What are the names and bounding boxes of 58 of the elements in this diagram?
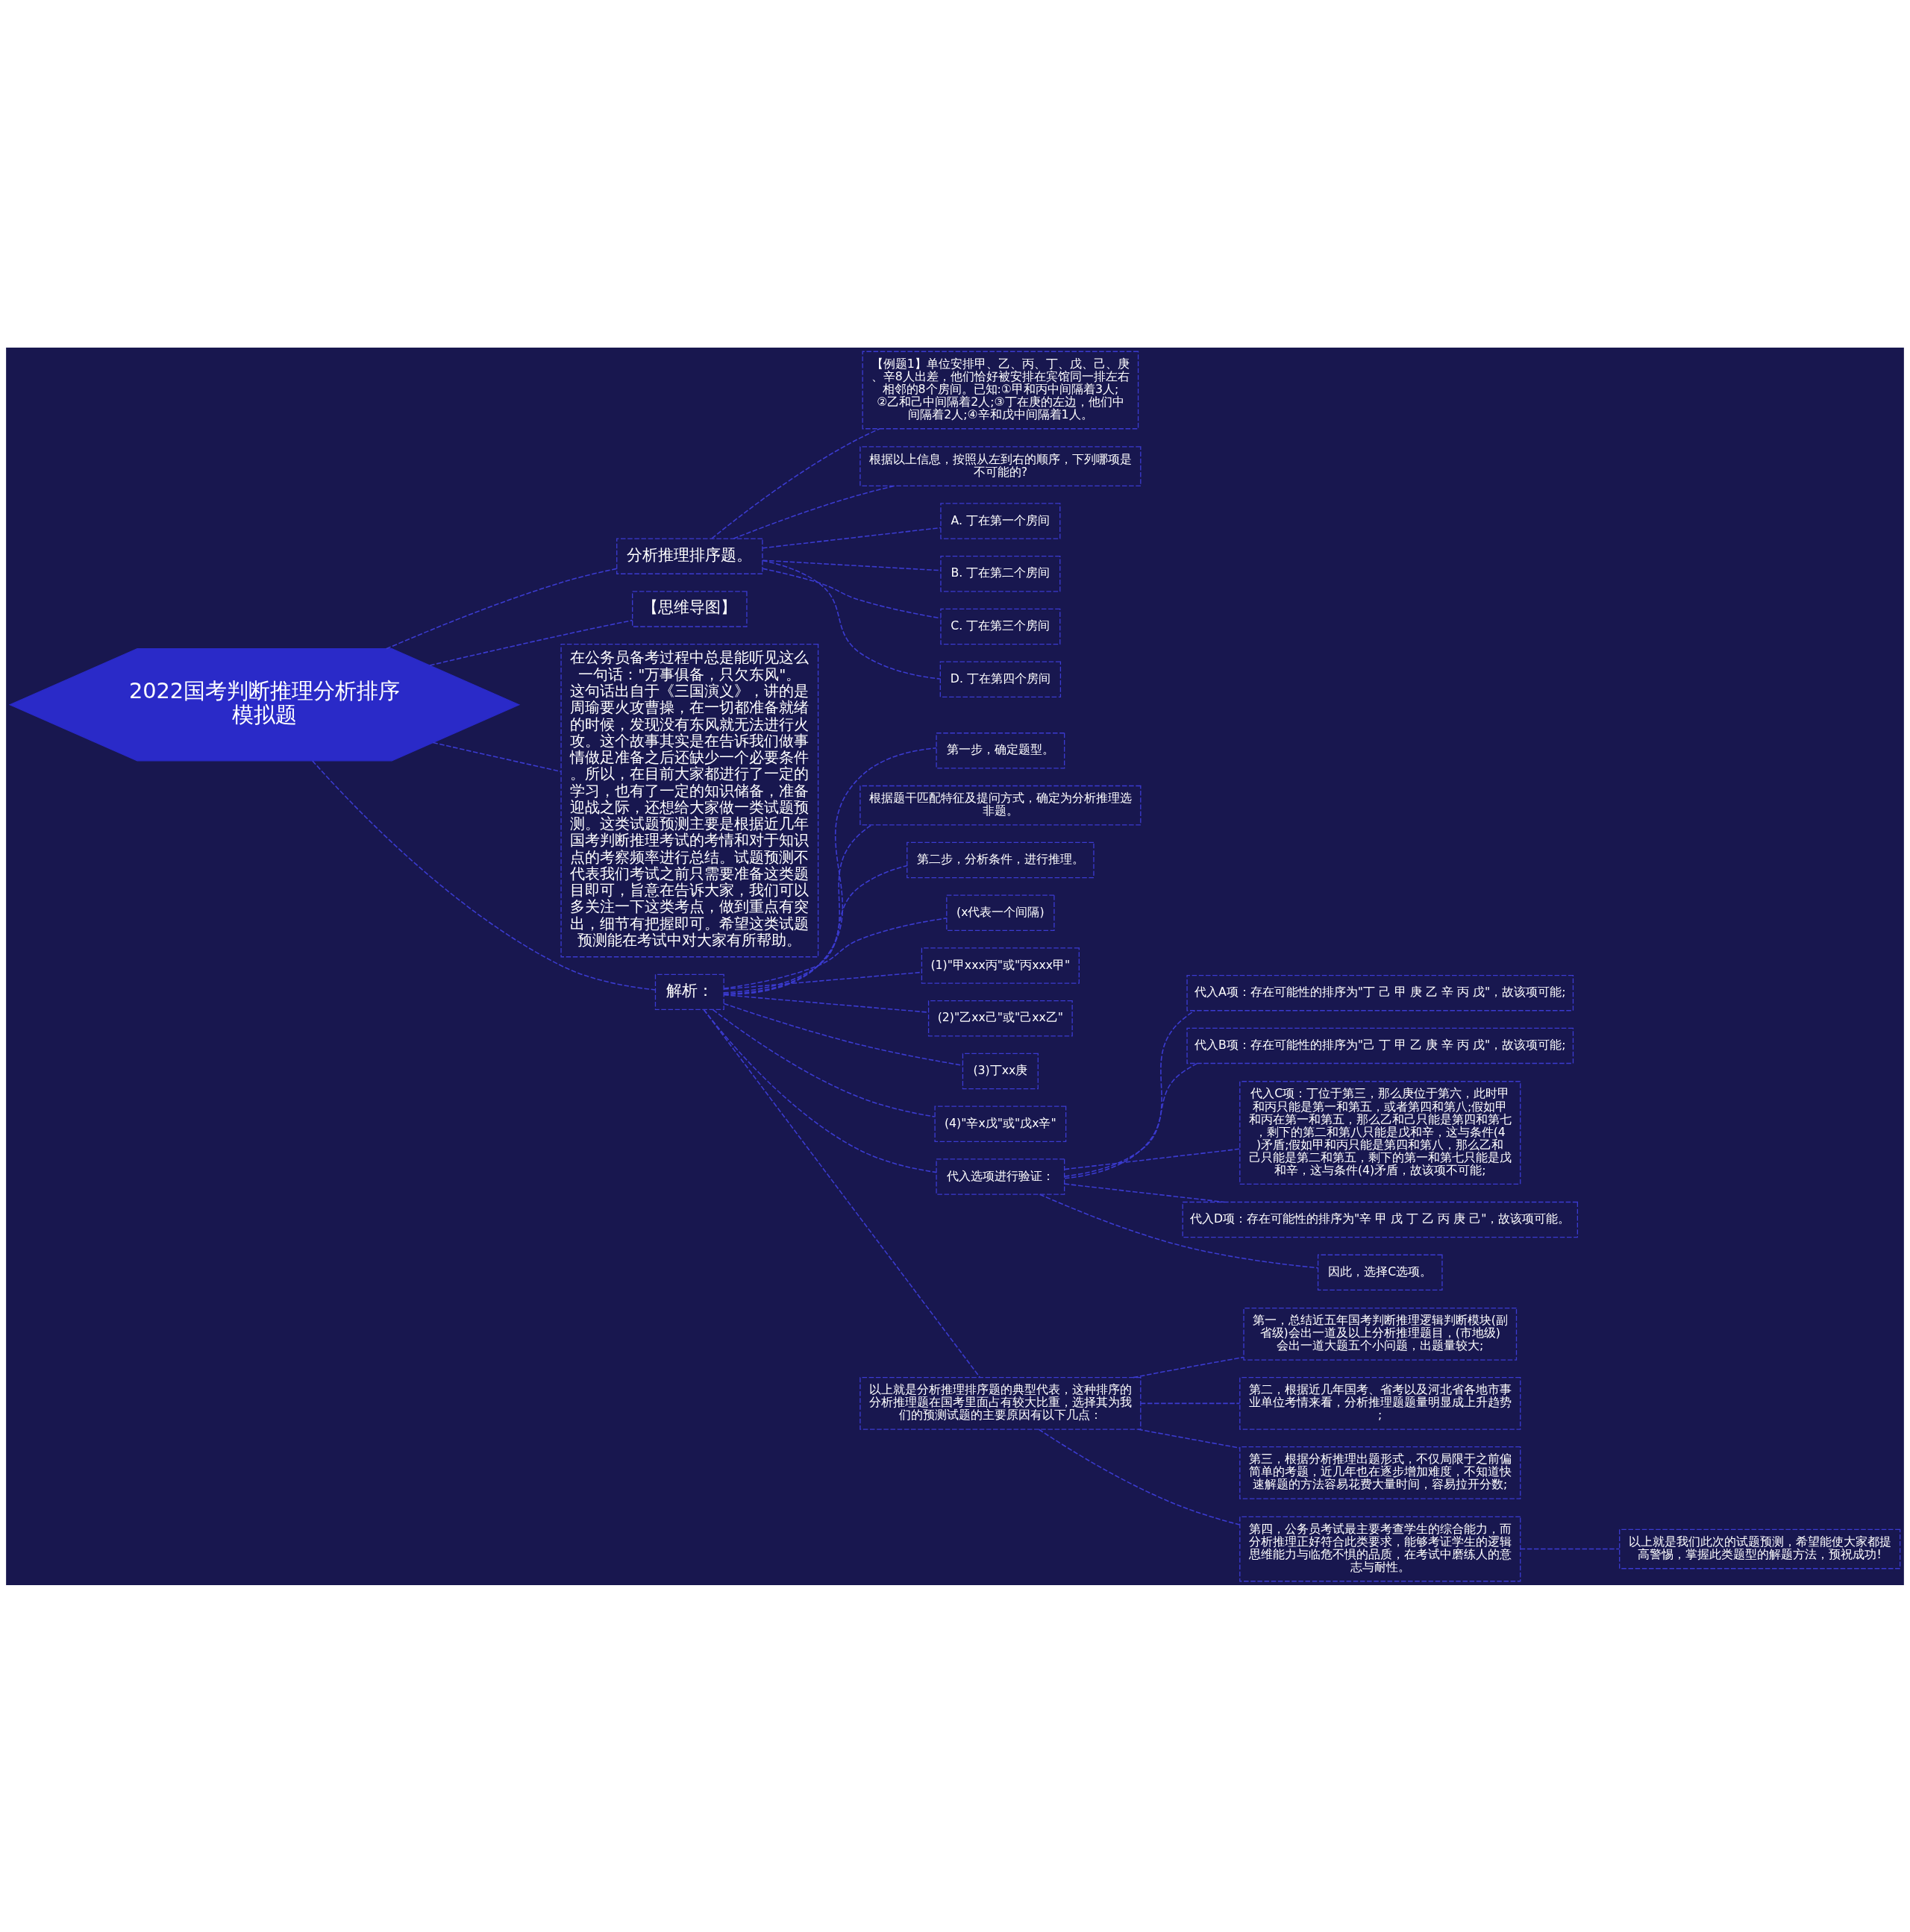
node-box: C. 丁在第三个房间 — [940, 608, 1061, 644]
node-box: 【思维导图】 — [632, 590, 748, 627]
connector — [703, 1009, 937, 1173]
connector — [312, 759, 657, 991]
node-box: 代入D项：存在可能性的排序为"辛 甲 戊 丁 乙 丙 庚 己"，故该项可能。 — [1182, 1201, 1578, 1238]
node-box: 代入C项：丁位于第三，那么庚位于第六，此时甲和丙只能是第一和第五，或者第四和第八;假如甲和丙在第一和第五，那么乙和己只能是第四和第七，剩下的第二和第八只能是戊和辛，这与条件(4)矛盾;假如甲和丙只能是第四和第八，那么乙和己只能是第二和第五，剩下的第一和第七只能是戊和辛，这与条件(4)矛盾，故该项不可能; — [1239, 1080, 1521, 1185]
connector — [723, 917, 948, 989]
connector — [1064, 1148, 1241, 1170]
connector — [762, 527, 942, 548]
node-box: 第二，根据近几年国考、省考以及河北省各地市事业单位考情来看，分析推理题题量明显成上升趋势; — [1239, 1376, 1521, 1430]
connector — [723, 971, 922, 990]
connector — [711, 427, 880, 539]
node-box: 第一，总结近五年国考判断推理逻辑判断模块(副省级)会出一道及以上分析推理题目，(市地级)会出一道大题五个小问题，出题量较大; — [1243, 1307, 1518, 1361]
node-box: 以上就是我们此次的试题预测，希望能使大家都提高警惕，掌握此类题型的解题方法，预祝成功! — [1619, 1528, 1901, 1569]
node-box: D. 丁在第四个房间 — [939, 661, 1062, 697]
connector — [1039, 1193, 1319, 1268]
connector — [429, 619, 633, 666]
node-box: 分析推理排序题。 — [616, 537, 763, 574]
connector — [1137, 1428, 1241, 1449]
node-box: 第三，根据分析推理出题形式，不仅局限于之前偏简单的考题，近几年也在逐步增加难度，不知道快速解题的方法容易花费大量时间，容易拉开分数; — [1239, 1446, 1521, 1499]
connector — [1064, 1009, 1196, 1179]
node-box: 【例题1】单位安排甲、乙、丙、丁、戊、己、庚、辛8人出差，他们恰好被安排在宾馆同一排左右相邻的8个房间。已知:①甲和丙中间隔着3人;②乙和己中间隔着2人;③丁在庚的左边，他们中间隔着2人;④辛和戊中间隔着1人。 — [862, 351, 1139, 429]
node-box: (4)"辛x戊"或"戊x辛" — [934, 1105, 1067, 1142]
node-box: 在公务员备考过程中总是能听见这么一句话："万事俱备，只欠东风"。这句话出自于《三国演义》，讲的是周瑜要火攻曹操，在一切都准备就绪的时候，发现没有东风就无法进行火攻。这个故事其实是在告诉我们做事情做足准备之后还缺少一个必要条件。所以，在目前大家都进行了一定的学习，也有了一定的知识储备，准备迎战之际，还想给大家做一类试题预测。这类试题预测主要是根据近几年国考判断推理考试的考情和对于知识点的考察频率进行总结。试题预测不代表我们考试之前只需要准备这类题目即可，旨意在告诉大家，我们可以多关注一下这类考点，做到重点有突出，细节有把握即可。希望这类试题预测能在考试中对大家有所帮助。 — [560, 643, 819, 957]
node-box: 根据以上信息，按照从左到右的顺序，下列哪项是不可能的? — [860, 445, 1142, 486]
connector — [1140, 1402, 1241, 1404]
node-box: 代入选项进行验证： — [936, 1158, 1065, 1195]
connector — [1038, 1428, 1241, 1525]
node-box: 代入A项：存在可能性的排序为"丁 己 甲 庚 乙 辛 丙 戊"，故该项可能; — [1186, 974, 1574, 1011]
connector — [762, 559, 942, 571]
node-box: (3)丁xx庚 — [962, 1053, 1039, 1089]
connector — [432, 741, 562, 772]
node-box: 以上就是分析推理排序题的典型代表，这种排序的分析推理题在国考里面占有较大比重，选择其为我们的预测试题的主要原因有以下几点： — [860, 1376, 1142, 1430]
node-box: A. 丁在第一个房间 — [940, 502, 1061, 539]
connector — [723, 747, 937, 995]
connector — [1064, 1182, 1225, 1202]
node-box: 解析： — [654, 973, 724, 1010]
connector — [1520, 1548, 1621, 1549]
node-box: 因此，选择C选项。 — [1317, 1254, 1443, 1290]
connector — [712, 1009, 936, 1117]
connector — [762, 568, 942, 619]
connector — [703, 1009, 981, 1378]
node-box: 根据题干匹配特征及提问方式，确定为分析推理选非题。 — [860, 785, 1142, 826]
connector — [762, 559, 941, 680]
connector — [733, 485, 895, 539]
connector — [1133, 1356, 1244, 1378]
node-box: B. 丁在第二个房间 — [940, 555, 1061, 592]
node-box: (2)"乙xx己"或"己xx乙" — [927, 1000, 1073, 1036]
node-box: (x代表一个间隔) — [946, 894, 1055, 931]
node-box: 第二步，分析条件，进行推理。 — [907, 841, 1095, 878]
connector — [385, 568, 618, 650]
node-box: 代入B项：存在可能性的排序为"己 丁 甲 乙 庚 辛 丙 戊"，故该项可能; — [1186, 1027, 1574, 1064]
connector — [723, 824, 873, 994]
node-box: 第一步，确定题型。 — [936, 732, 1065, 769]
node-box: 第四，公务员考试最主要考查学生的综合能力，而分析推理正好符合此类要求，能够考证学生的逻辑思维能力与临危不惧的品质，在考试中磨练人的意志与耐性。 — [1239, 1516, 1521, 1581]
connector — [1064, 1062, 1197, 1177]
connector — [723, 865, 908, 994]
node-box: (1)"甲xxx丙"或"丙xxx甲" — [921, 947, 1080, 984]
